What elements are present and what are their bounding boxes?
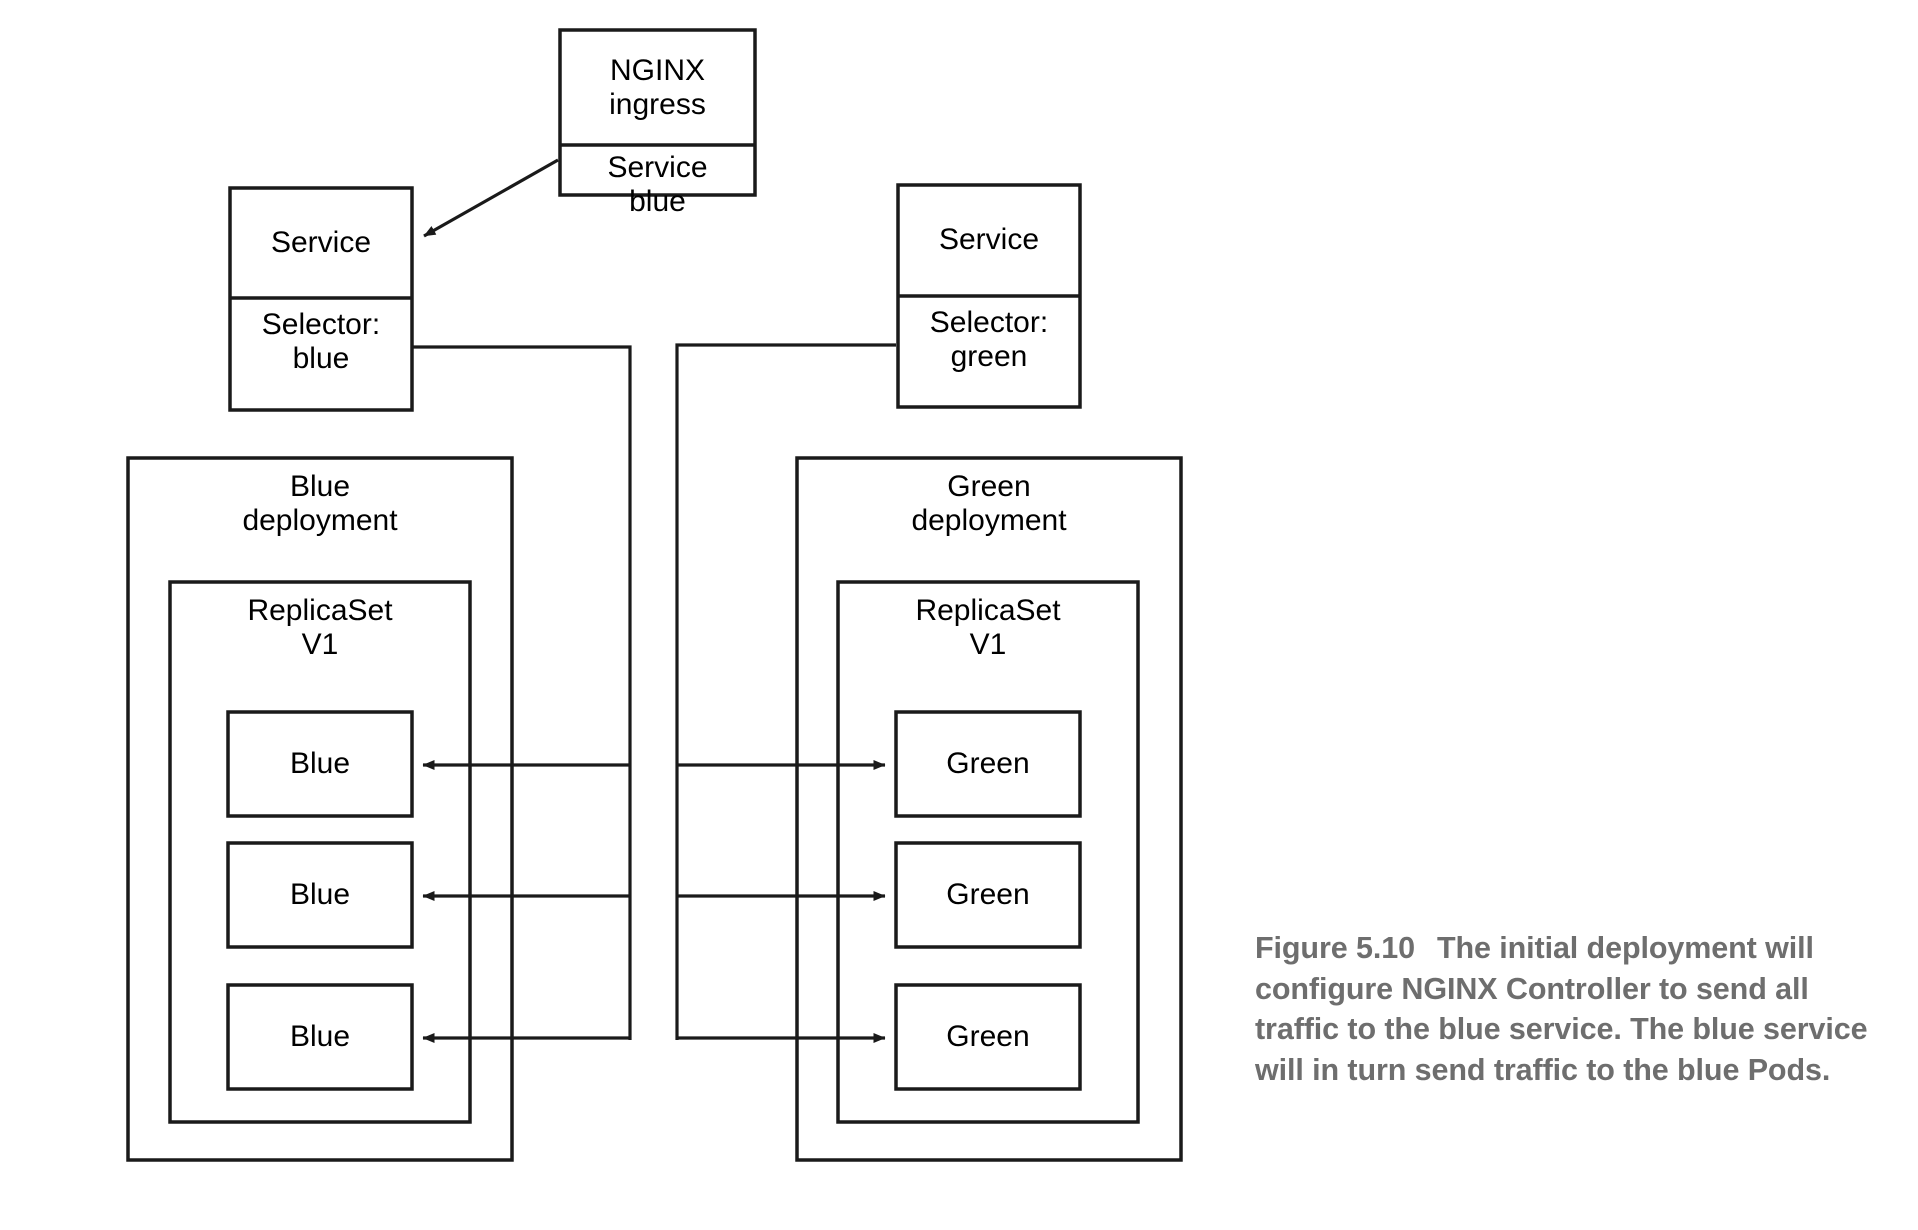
blue-pod-2-box xyxy=(226,841,414,949)
connector-ingress-to-blue-service xyxy=(423,158,559,238)
green-pod-2-box xyxy=(894,841,1082,949)
blue-replicaset-box xyxy=(168,580,472,1124)
green-pod-1-box xyxy=(894,710,1082,818)
green-pod-3-box xyxy=(894,983,1082,1091)
ingress-box xyxy=(558,28,757,197)
green-replicaset-box xyxy=(836,580,1140,1124)
figure-caption-text: The initial deployment will configure NG… xyxy=(1255,931,1868,1087)
blue-deployment-box xyxy=(126,456,514,1162)
figure-caption-label: Figure 5.10 xyxy=(1255,931,1415,965)
blue-feed-trunk xyxy=(412,345,632,1040)
blue-pod-3-box xyxy=(226,983,414,1091)
green-feed-trunk xyxy=(675,343,896,1040)
blue-pod-1-box xyxy=(226,710,414,818)
green-deployment-box xyxy=(795,456,1183,1162)
